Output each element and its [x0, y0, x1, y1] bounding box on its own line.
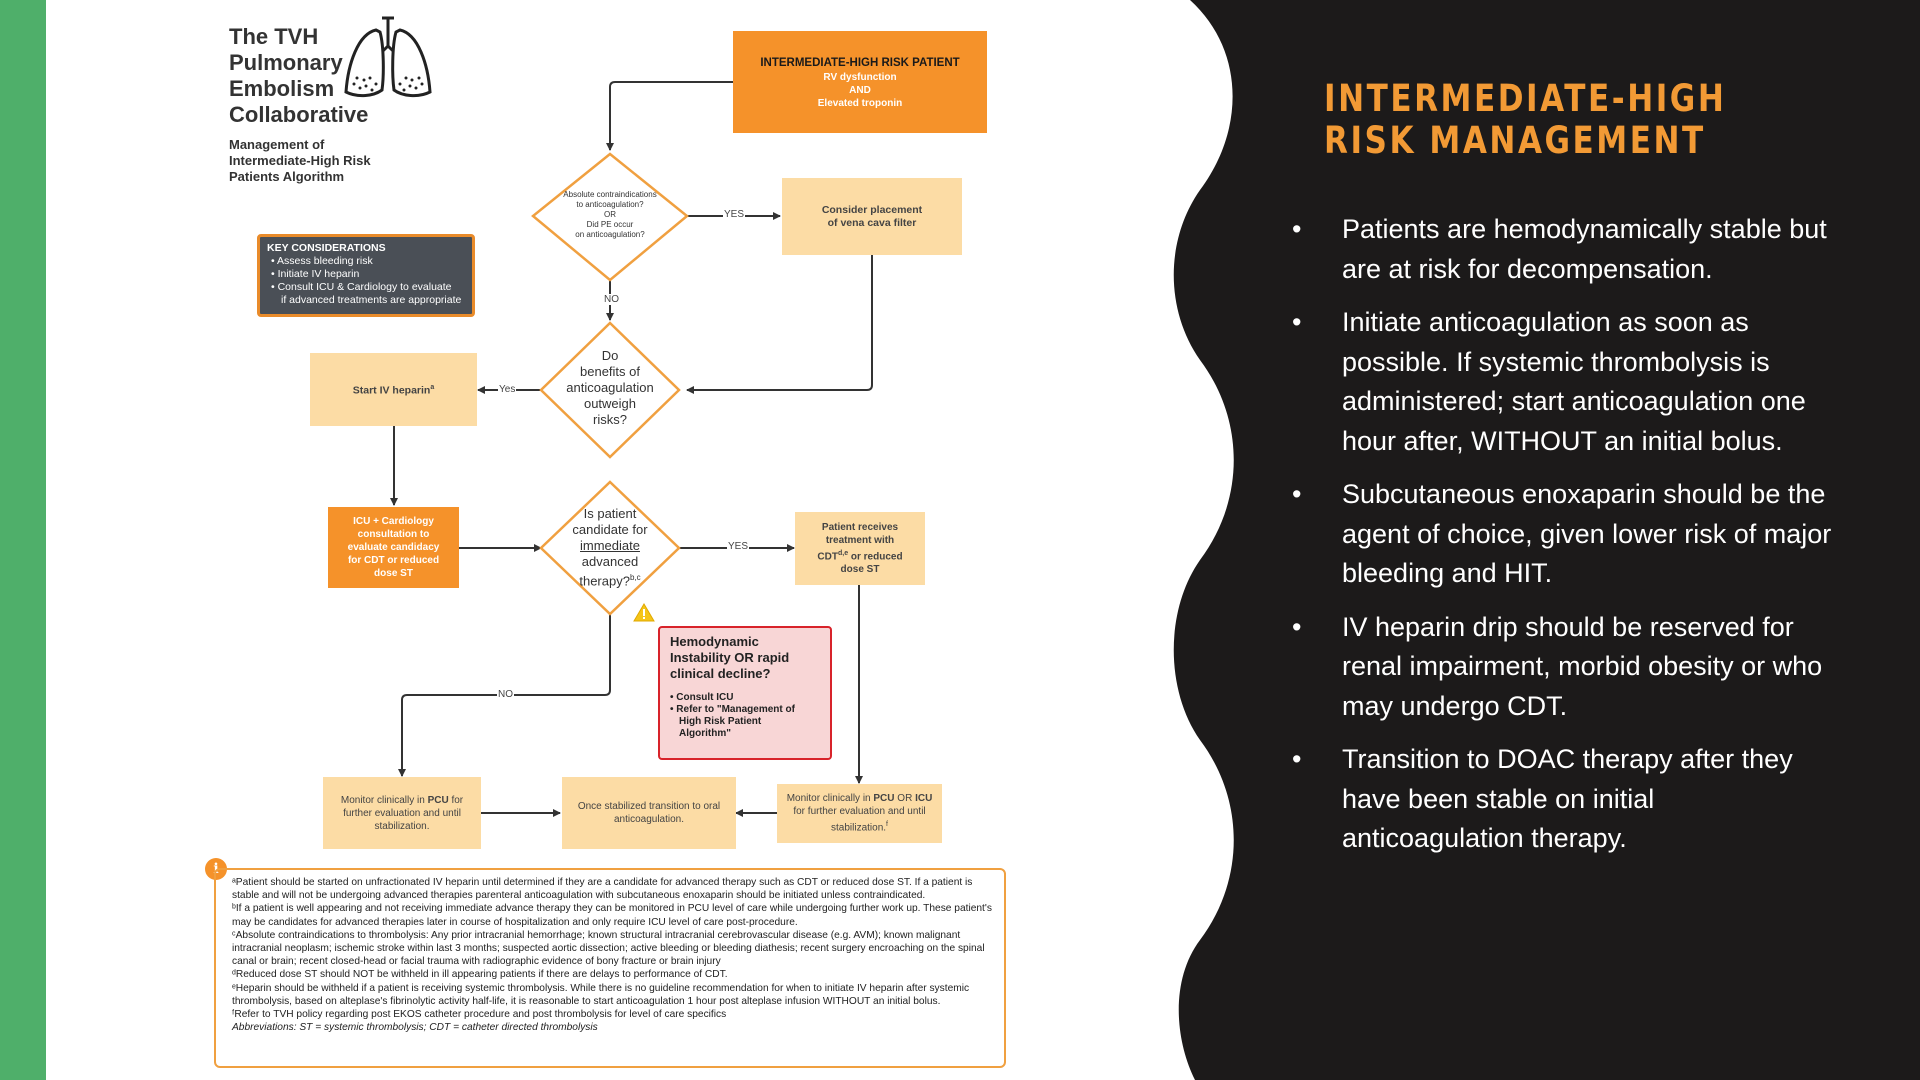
- bullet-item: •Initiate anticoagulation as soon as pos…: [1292, 307, 1806, 456]
- warning-icon: [633, 603, 655, 622]
- start-box: INTERMEDIATE-HIGH RISK PATIENT RV dysfun…: [733, 31, 987, 133]
- bullet-item: •Patients are hemodynamically stable but…: [1292, 214, 1827, 284]
- decision-benefits: [539, 321, 681, 459]
- footnote-a: ᵃPatient should be started on unfraction…: [232, 877, 973, 902]
- decision-benefits-text: Do benefits of anticoagulation outweigh …: [566, 348, 654, 427]
- monitor-icu-box: Monitor clinically in PCU OR ICU for fur…: [777, 784, 942, 843]
- patient-receives-box: Patient receives treatment with CDTd,e o…: [795, 512, 925, 585]
- flowchart-connectors: [390, 81, 873, 817]
- label-yes-3: YES: [727, 541, 750, 552]
- decision-contraindications: [531, 152, 689, 282]
- footnote-c: ᶜAbsolute contraindications to thromboly…: [232, 929, 985, 968]
- footnote-b: ᵇIf a patient is well appearing and not …: [232, 903, 992, 928]
- key-considerations-box: KEY CONSIDERATIONS • Assess bleeding ris…: [257, 234, 475, 317]
- logo-subtitle: Management of Intermediate-High Risk Pat…: [229, 137, 371, 184]
- section-title: INTERMEDIATE-HIGH RISK MANAGEMENT: [1324, 77, 1727, 162]
- green-accent-bar: [0, 0, 46, 1080]
- monitor-pcu-box: Monitor clinically in PCU for further ev…: [323, 777, 481, 849]
- logo-title: The TVH Pulmonary Embolism Collaborative: [229, 24, 369, 127]
- decision-contraindications-text: Absolute contraindications to anticoagul…: [563, 190, 657, 239]
- abbreviations: Abbreviations: ST = systemic thrombolysi…: [232, 1022, 598, 1034]
- label-yes-1: YES: [723, 209, 746, 220]
- label-no-1: NO: [603, 294, 620, 305]
- bullet-item: •Transition to DOAC therapy after they h…: [1292, 744, 1793, 853]
- bullet-item: •Subcutaneous enoxaparin should be the a…: [1292, 479, 1832, 588]
- start-heparin-box: Start IV heparina: [310, 353, 477, 426]
- lungs-icon: [344, 16, 432, 98]
- decision-candidate-text: Is patient candidate for immediate advan…: [572, 506, 648, 589]
- label-no-2: NO: [497, 689, 514, 700]
- decision-candidate: [539, 480, 681, 616]
- oral-transition-box: Once stabilized transition to oral antic…: [562, 777, 736, 849]
- footnote-d: ᵈReduced dose ST should NOT be withheld …: [232, 969, 728, 981]
- icu-cardiology-box: ICU + Cardiology consultation to evaluat…: [328, 507, 459, 588]
- vena-cava-box: Consider placement of vena cava filter: [782, 178, 962, 255]
- footnotes-box: ᵃPatient should be started on unfraction…: [214, 868, 1006, 1068]
- bullet-item: •IV heparin drip should be reserved for …: [1292, 611, 1823, 721]
- hemodynamic-instability-box: Hemodynamic Instability OR rapid clinica…: [658, 626, 832, 760]
- footnote-f: ᶠRefer to TVH policy regarding post EKOS…: [232, 1009, 727, 1021]
- footnote-e: ᵉHeparin should be withheld if a patient…: [232, 982, 970, 1007]
- label-yes-2: Yes: [498, 384, 517, 395]
- management-bullets: •Patients are hemodynamically stable but…: [1292, 210, 1832, 873]
